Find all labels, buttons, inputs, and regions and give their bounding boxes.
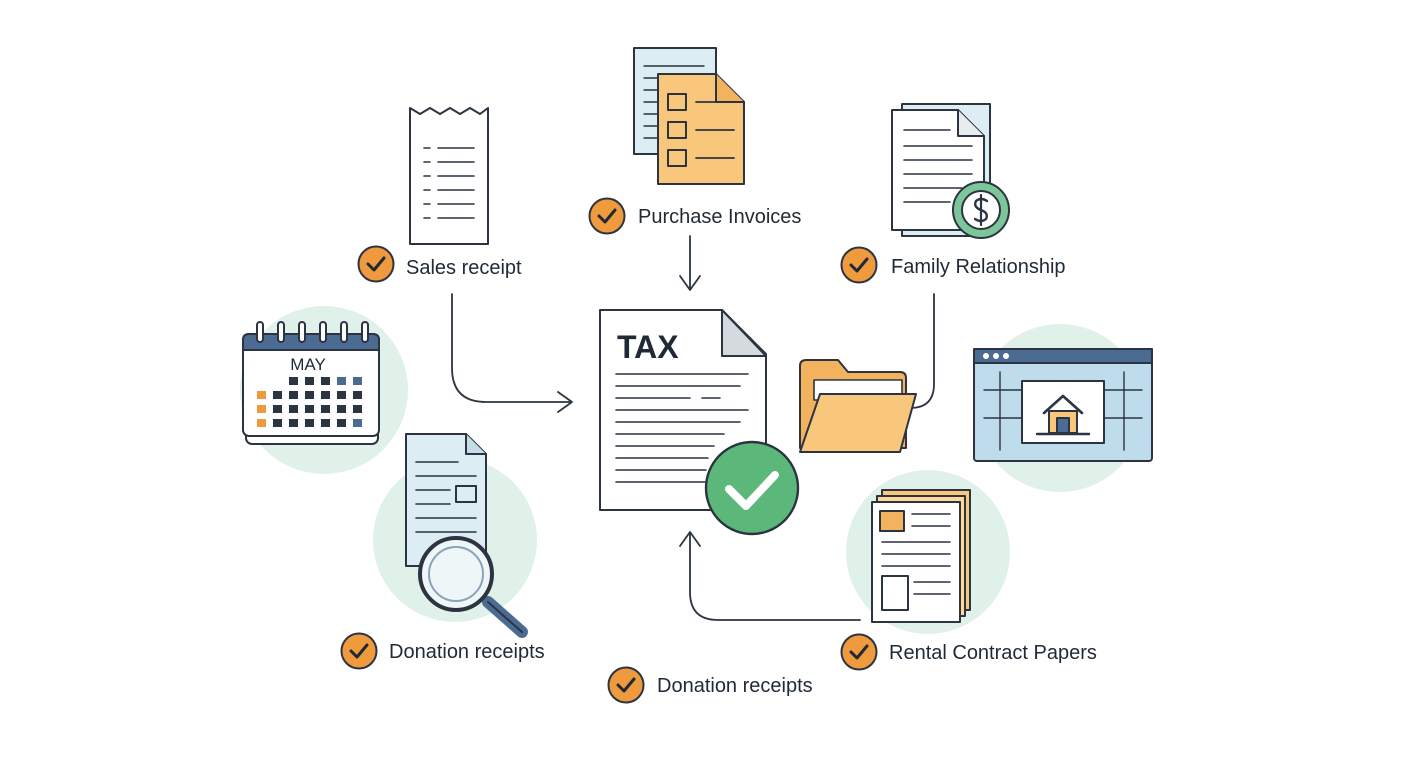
rental-listing-screen-icon: [973, 348, 1153, 462]
calendar-day-cell: [257, 405, 266, 413]
calendar-day-cell: [353, 391, 362, 399]
calendar-day-cell: [257, 419, 266, 427]
calendar-day-cell: [305, 377, 314, 385]
purchase-invoices-label: Purchase Invoices: [638, 206, 802, 228]
tax-document: TAX: [599, 309, 800, 536]
sales-receipt-icon: [409, 107, 489, 245]
connectors: [451, 235, 935, 621]
calendar-day-cell: [337, 391, 346, 399]
calendar-day-cell: [289, 377, 298, 385]
family-relationship-label: Family Relationship: [891, 256, 1066, 278]
rental-contract-checkmark-icon: [840, 633, 878, 671]
calendar-day-cell: [257, 391, 266, 399]
arrow-sales-to-tax: [451, 293, 571, 403]
calendar-day-cell: [289, 419, 298, 427]
family-relationship-checkmark-icon: [840, 246, 878, 284]
calendar-day-cell: [273, 391, 282, 399]
purchase-invoices-icon: [633, 47, 745, 185]
arrow-rental-to-tax: [689, 533, 861, 621]
calendar-day-cell: [353, 377, 362, 385]
rental-contract-papers-icon: [871, 489, 971, 623]
calendar-day-cell: [337, 377, 346, 385]
connector-family-to-folder: [909, 293, 935, 409]
dollar-icon: [952, 181, 1010, 239]
purchase-invoices-checkmark-icon: [588, 197, 626, 235]
donation-receipts-left-checkmark-icon: [340, 632, 378, 670]
calendar-day-cell: [321, 405, 330, 413]
magnifier-icon: [418, 536, 528, 638]
calendar-day-cell: [273, 419, 282, 427]
approved-checkmark-icon: [704, 440, 800, 536]
folder-icon: [799, 359, 917, 453]
calendar-day-cell: [305, 405, 314, 413]
calendar-icon: MAY: [242, 321, 380, 445]
house-icon: [1035, 394, 1091, 436]
calendar-day-cell: [321, 391, 330, 399]
calendar-day-cell: [321, 377, 330, 385]
donation-receipts-bottom-checkmark-icon: [607, 666, 645, 704]
calendar-day-cell: [353, 419, 362, 427]
calendar-day-cell: [273, 405, 282, 413]
donation-receipts-icon: [405, 433, 528, 638]
calendar-month: MAY: [290, 355, 326, 374]
calendar-day-grid: [257, 377, 362, 427]
sales-receipt-label: Sales receipt: [406, 257, 522, 279]
calendar-day-cell: [289, 405, 298, 413]
calendar-day-cell: [305, 419, 314, 427]
calendar-day-cell: [289, 391, 298, 399]
calendar-day-cell: [321, 419, 330, 427]
rental-contract-papers-label: Rental Contract Papers: [889, 642, 1097, 664]
calendar-day-cell: [305, 391, 314, 399]
family-relationship-icon: [891, 103, 1010, 239]
calendar-day-cell: [337, 405, 346, 413]
donation-receipts-bottom-label: Donation receipts: [657, 675, 813, 697]
sales-receipt-checkmark-icon: [357, 245, 395, 283]
calendar-day-cell: [337, 419, 346, 427]
tax-document-title: TAX: [617, 329, 679, 365]
donation-receipts-left-label: Donation receipts: [389, 641, 545, 663]
calendar-day-cell: [353, 405, 362, 413]
